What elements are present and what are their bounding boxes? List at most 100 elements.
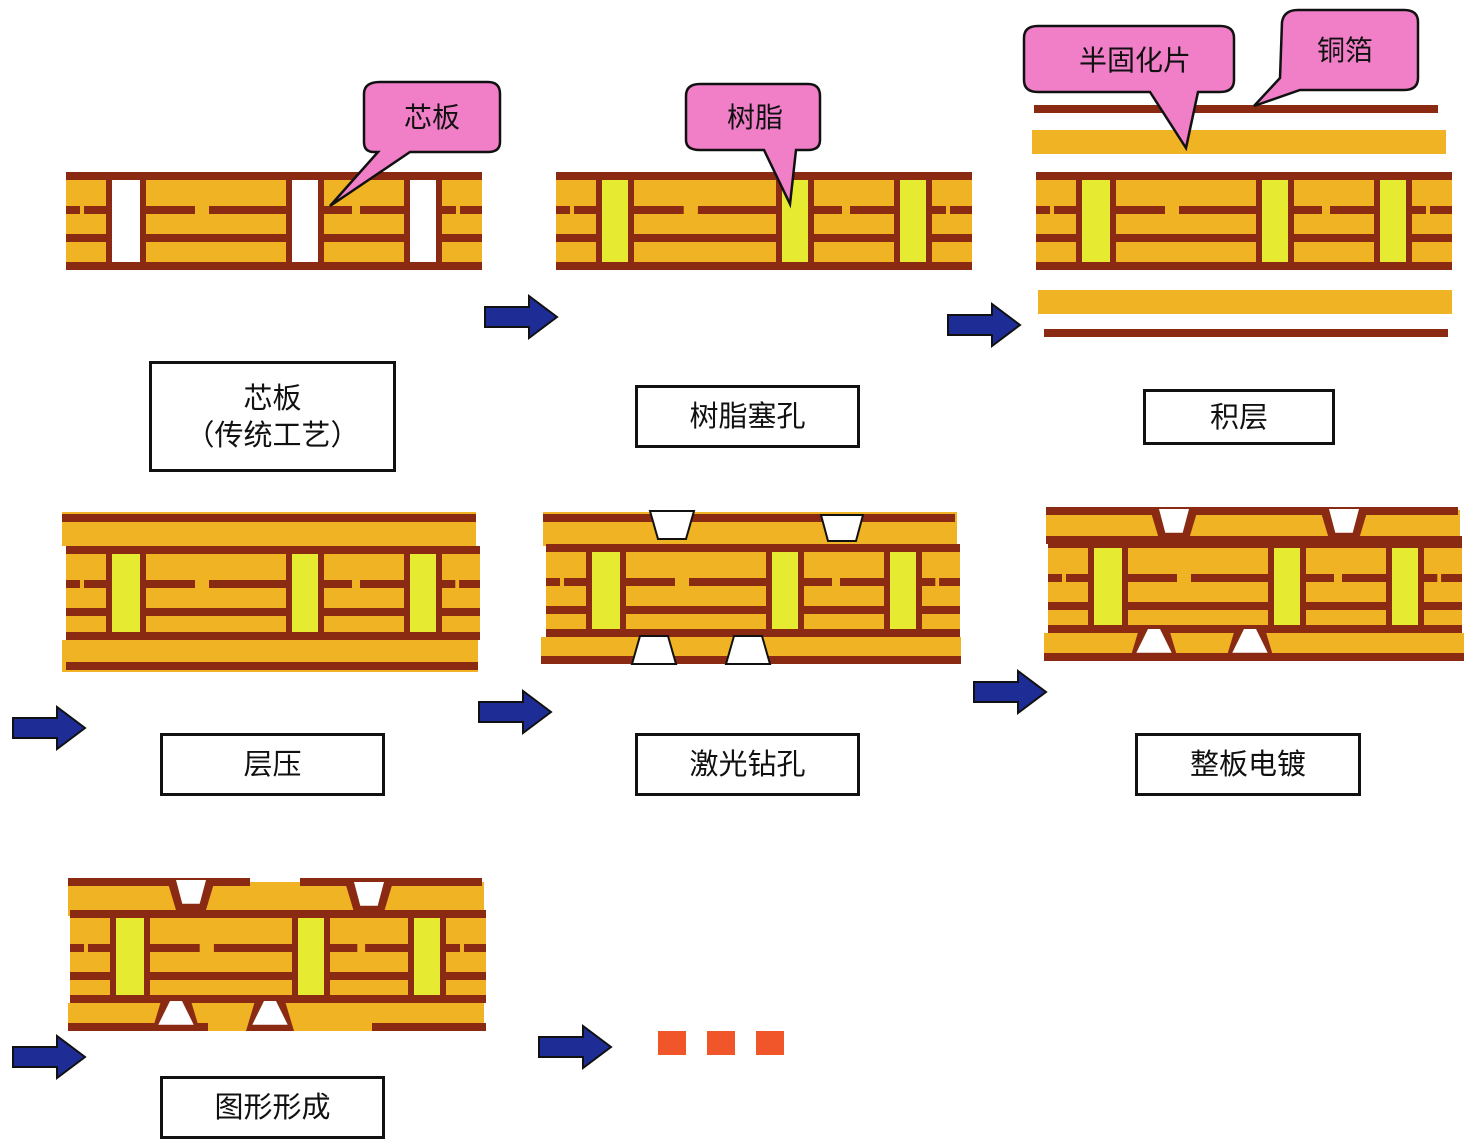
- via-hole: [404, 172, 442, 270]
- via-wall: [144, 910, 150, 1003]
- inner-trace: [1330, 206, 1374, 214]
- inner-trace: [922, 606, 934, 614]
- inner-trace: [1326, 602, 1386, 610]
- inner-trace: [185, 972, 292, 980]
- via-wall: [628, 172, 634, 270]
- inner-trace: [464, 944, 486, 952]
- stage-label-laser-text: 激光钻孔: [689, 747, 806, 782]
- inner-trace: [442, 206, 456, 214]
- via-wall: [798, 544, 804, 637]
- copper-top: [66, 172, 482, 180]
- resin-plug: [106, 546, 146, 640]
- copper-foil-top: [1034, 105, 1438, 113]
- arrow-icon: [947, 303, 1021, 347]
- inner-trace: [84, 206, 106, 214]
- inner-trace: [1441, 574, 1462, 582]
- laser-via: [630, 635, 678, 665]
- inner-trace: [1412, 206, 1426, 214]
- inner-trace: [1422, 234, 1452, 242]
- inner-trace: [931, 606, 960, 614]
- via-wall: [324, 910, 330, 1003]
- callout-prepreg: 半固化片: [1022, 24, 1236, 152]
- inner-trace: [209, 206, 286, 214]
- inner-trace: [814, 234, 838, 242]
- stage-label-buildup: 积层: [1143, 389, 1335, 445]
- callout-copper-foil-label: 铜箔: [1317, 34, 1373, 67]
- inner-trace: [1294, 206, 1322, 214]
- inner-trace: [834, 234, 894, 242]
- stage-resin-diagram: [556, 172, 972, 270]
- inner-trace: [546, 578, 560, 586]
- inner-trace: [324, 206, 352, 214]
- via-wall: [1288, 172, 1294, 270]
- resin-plug: [110, 910, 150, 1003]
- copper-top: [556, 172, 972, 180]
- inner-trace: [1116, 206, 1165, 214]
- inner-trace: [634, 206, 684, 214]
- inner-trace: [626, 578, 675, 586]
- via-wall: [1300, 540, 1306, 633]
- arrow-icon: [478, 690, 552, 734]
- inner-trace: [1036, 234, 1048, 242]
- resin-plug: [1256, 172, 1294, 270]
- laser-via: [648, 510, 696, 540]
- inner-trace: [452, 234, 482, 242]
- stage-laser-diagram: [541, 510, 961, 665]
- copper-foil-top: [62, 514, 476, 522]
- inner-trace: [566, 234, 596, 242]
- inner-trace: [840, 578, 884, 586]
- via-wall: [620, 544, 626, 637]
- inner-trace: [661, 606, 766, 614]
- inner-trace: [689, 578, 766, 586]
- resin-plug: [292, 910, 330, 1003]
- inner-trace: [150, 944, 200, 952]
- inner-trace: [459, 580, 480, 588]
- via-wall: [440, 910, 446, 1003]
- stage-buildup-diagram: [1032, 105, 1452, 337]
- inner-trace: [1163, 602, 1268, 610]
- inner-trace: [324, 608, 348, 616]
- via-wall: [894, 172, 900, 270]
- via-wall: [408, 910, 414, 1003]
- inner-trace: [76, 234, 106, 242]
- via-wall: [404, 172, 410, 270]
- inner-trace: [1342, 574, 1386, 582]
- stage-label-laminate: 层压: [160, 733, 385, 796]
- inner-trace: [556, 606, 586, 614]
- via-wall: [140, 172, 146, 270]
- plated-via-cavity: [252, 1001, 288, 1025]
- callout-resin: 树脂: [684, 82, 822, 209]
- inner-trace: [66, 608, 78, 616]
- callout-prepreg-label: 半固化片: [1079, 44, 1191, 77]
- inner-trace: [804, 606, 828, 614]
- stage-label-laminate-text: 层压: [243, 747, 302, 782]
- stage-label-pattern-text: 图形形成: [214, 1090, 331, 1125]
- via-wall: [436, 546, 442, 640]
- resin-plug: [596, 172, 634, 270]
- inner-trace: [146, 234, 188, 242]
- arrow-icon: [12, 1035, 86, 1079]
- via-wall: [926, 172, 932, 270]
- plated-via-cavity: [1232, 629, 1268, 653]
- inner-trace: [324, 580, 352, 588]
- inner-trace: [1314, 234, 1374, 242]
- plated-via-cavity: [1159, 509, 1189, 533]
- stage-label-core: 芯板 （传统工艺）: [149, 361, 396, 472]
- copper-top: [546, 544, 960, 552]
- plated-via-cavity: [158, 1001, 194, 1025]
- copper-top: [66, 546, 480, 554]
- via-wall: [318, 172, 324, 270]
- inner-trace: [213, 944, 292, 952]
- stage-label-buildup-text: 积层: [1209, 399, 1268, 434]
- via-wall: [286, 172, 292, 270]
- via-wall: [1256, 172, 1262, 270]
- via-wall: [1088, 540, 1094, 633]
- via-wall: [318, 546, 324, 640]
- via-wall: [1122, 540, 1128, 633]
- callout-core: 芯板: [329, 80, 502, 208]
- inner-trace: [1151, 234, 1256, 242]
- via-hole: [106, 172, 146, 270]
- inner-trace: [1066, 574, 1088, 582]
- callout-core-label: 芯板: [404, 101, 460, 134]
- via-wall: [110, 910, 116, 1003]
